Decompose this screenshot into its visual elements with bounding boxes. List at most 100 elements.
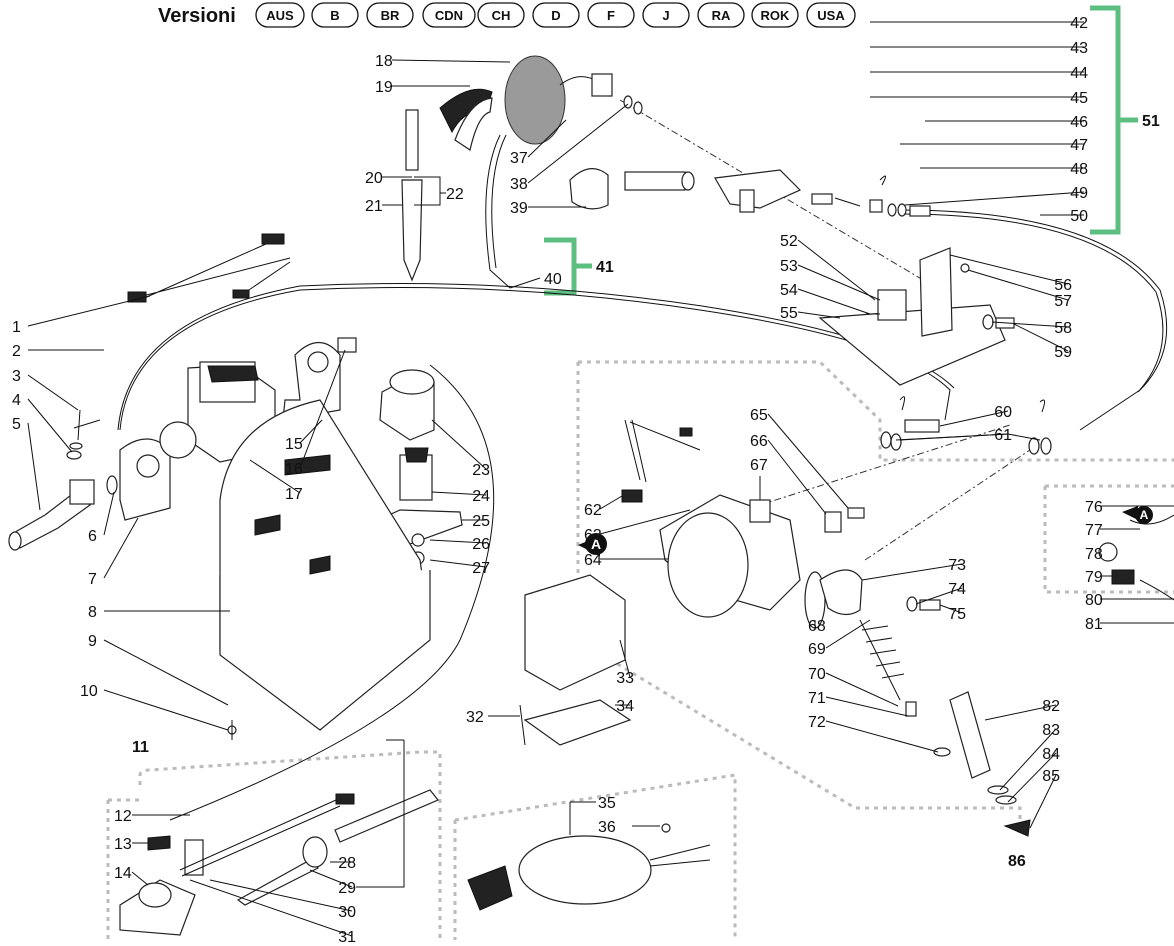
leader-line-85 bbox=[1029, 774, 1057, 829]
callout-number-22: 22 bbox=[446, 186, 464, 203]
callouts: 1234567891012131415161718192021222324252… bbox=[12, 15, 1174, 946]
callout-45: 45 bbox=[870, 90, 1088, 107]
callout-number-57: 57 bbox=[1054, 293, 1072, 310]
callout-46: 46 bbox=[925, 114, 1088, 131]
callout-76: 76 bbox=[1085, 499, 1174, 516]
callout-27: 27 bbox=[429, 559, 490, 577]
callout-number-77: 77 bbox=[1085, 522, 1103, 539]
callout-47: 47 bbox=[900, 137, 1088, 154]
callout-number-72: 72 bbox=[808, 714, 826, 731]
leader-line-57 bbox=[967, 269, 1069, 301]
callout-number-34: 34 bbox=[616, 698, 634, 715]
callout-20: 20 bbox=[365, 170, 412, 187]
callout-48: 48 bbox=[920, 161, 1088, 178]
callout-number-66: 66 bbox=[750, 433, 768, 450]
version-badge-aus: AUS bbox=[255, 2, 305, 28]
callout-83: 83 bbox=[999, 722, 1060, 791]
leader-line-33 bbox=[619, 639, 631, 678]
leader-line-72 bbox=[825, 720, 939, 753]
callout-39: 39 bbox=[510, 200, 586, 217]
leader-line-40 bbox=[509, 277, 541, 289]
callout-57: 57 bbox=[967, 269, 1072, 310]
callout-43: 43 bbox=[870, 40, 1088, 57]
callout-number-82: 82 bbox=[1042, 698, 1060, 715]
callout-number-12: 12 bbox=[114, 808, 132, 825]
svg-text:AUS: AUS bbox=[266, 8, 294, 23]
callout-number-74: 74 bbox=[948, 581, 966, 598]
version-badge-f: F bbox=[587, 2, 635, 28]
leader-line-29 bbox=[309, 869, 353, 888]
leader-line-84 bbox=[1007, 752, 1057, 803]
callout-37: 37 bbox=[510, 119, 567, 167]
svg-text:F: F bbox=[607, 8, 615, 23]
callout-63: 63 bbox=[584, 509, 691, 544]
callout-13: 13 bbox=[114, 836, 150, 853]
leader-line-53 bbox=[797, 264, 881, 301]
callout-6: 6 bbox=[88, 491, 115, 545]
callout-number-39: 39 bbox=[510, 200, 528, 217]
callout-77: 77 bbox=[1085, 522, 1140, 539]
callout-number-9: 9 bbox=[88, 633, 97, 650]
version-badge-ch: CH bbox=[477, 2, 525, 28]
svg-text:RA: RA bbox=[712, 8, 731, 23]
callout-number-67: 67 bbox=[750, 457, 768, 474]
callout-70: 70 bbox=[808, 666, 899, 707]
leader-line-56 bbox=[949, 254, 1069, 285]
callout-number-71: 71 bbox=[808, 690, 826, 707]
part-drawings bbox=[8, 55, 1174, 936]
callout-number-70: 70 bbox=[808, 666, 826, 683]
callout-58: 58 bbox=[991, 320, 1072, 337]
leader-line-66 bbox=[767, 439, 827, 515]
callout-number-56: 56 bbox=[1054, 277, 1072, 294]
callout-12: 12 bbox=[114, 808, 190, 825]
dotted-group-boxes bbox=[106, 360, 1174, 940]
leader-line-83 bbox=[999, 728, 1057, 791]
callout-number-13: 13 bbox=[114, 836, 132, 853]
callout-number-27: 27 bbox=[472, 560, 490, 577]
callout-19: 19 bbox=[375, 79, 470, 96]
callout-21: 21 bbox=[365, 198, 402, 215]
leader-line-58 bbox=[991, 321, 1069, 328]
callout-number-65: 65 bbox=[750, 407, 768, 424]
group-label-51: 51 bbox=[1142, 113, 1160, 130]
callout-59: 59 bbox=[1013, 323, 1072, 361]
callout-number-32: 32 bbox=[466, 709, 484, 726]
callout-38: 38 bbox=[510, 103, 629, 193]
callout-66: 66 bbox=[750, 433, 827, 515]
callout-number-25: 25 bbox=[472, 513, 490, 530]
leader-line-82 bbox=[984, 704, 1057, 721]
title: Versioni bbox=[158, 5, 236, 27]
callout-number-20: 20 bbox=[365, 170, 383, 187]
version-badge-b: B bbox=[311, 2, 359, 28]
callout-84: 84 bbox=[1007, 746, 1060, 803]
callout-number-28: 28 bbox=[338, 855, 356, 872]
callout-74: 74 bbox=[915, 581, 966, 605]
callout-61: 61 bbox=[895, 427, 1012, 444]
callout-53: 53 bbox=[780, 258, 881, 301]
callout-number-54: 54 bbox=[780, 282, 798, 299]
leader-line-59 bbox=[1013, 323, 1069, 352]
callout-number-7: 7 bbox=[88, 571, 97, 588]
callout-55: 55 bbox=[780, 305, 841, 322]
leader-line-54 bbox=[797, 288, 871, 315]
leader-line-71 bbox=[825, 696, 909, 717]
callout-7: 7 bbox=[88, 517, 139, 588]
callout-number-55: 55 bbox=[780, 305, 798, 322]
callout-number-85: 85 bbox=[1042, 768, 1060, 785]
leader-line-7 bbox=[103, 517, 139, 579]
leader-line-49 bbox=[904, 191, 1085, 206]
callout-number-19: 19 bbox=[375, 79, 393, 96]
leader-line-55 bbox=[797, 311, 841, 319]
leader-line-10 bbox=[103, 689, 229, 731]
callout-25: 25 bbox=[462, 513, 490, 530]
callout-number-50: 50 bbox=[1070, 208, 1088, 225]
svg-text:USA: USA bbox=[817, 8, 845, 23]
group-label-11: 11 bbox=[132, 739, 149, 756]
callout-33: 33 bbox=[616, 639, 634, 687]
callout-44: 44 bbox=[870, 65, 1088, 82]
callout-35: 35 bbox=[572, 795, 616, 812]
leader-line-70 bbox=[825, 672, 899, 707]
leader-line-74 bbox=[915, 587, 963, 605]
leader-line-18 bbox=[391, 59, 511, 63]
callout-36: 36 bbox=[598, 819, 660, 836]
